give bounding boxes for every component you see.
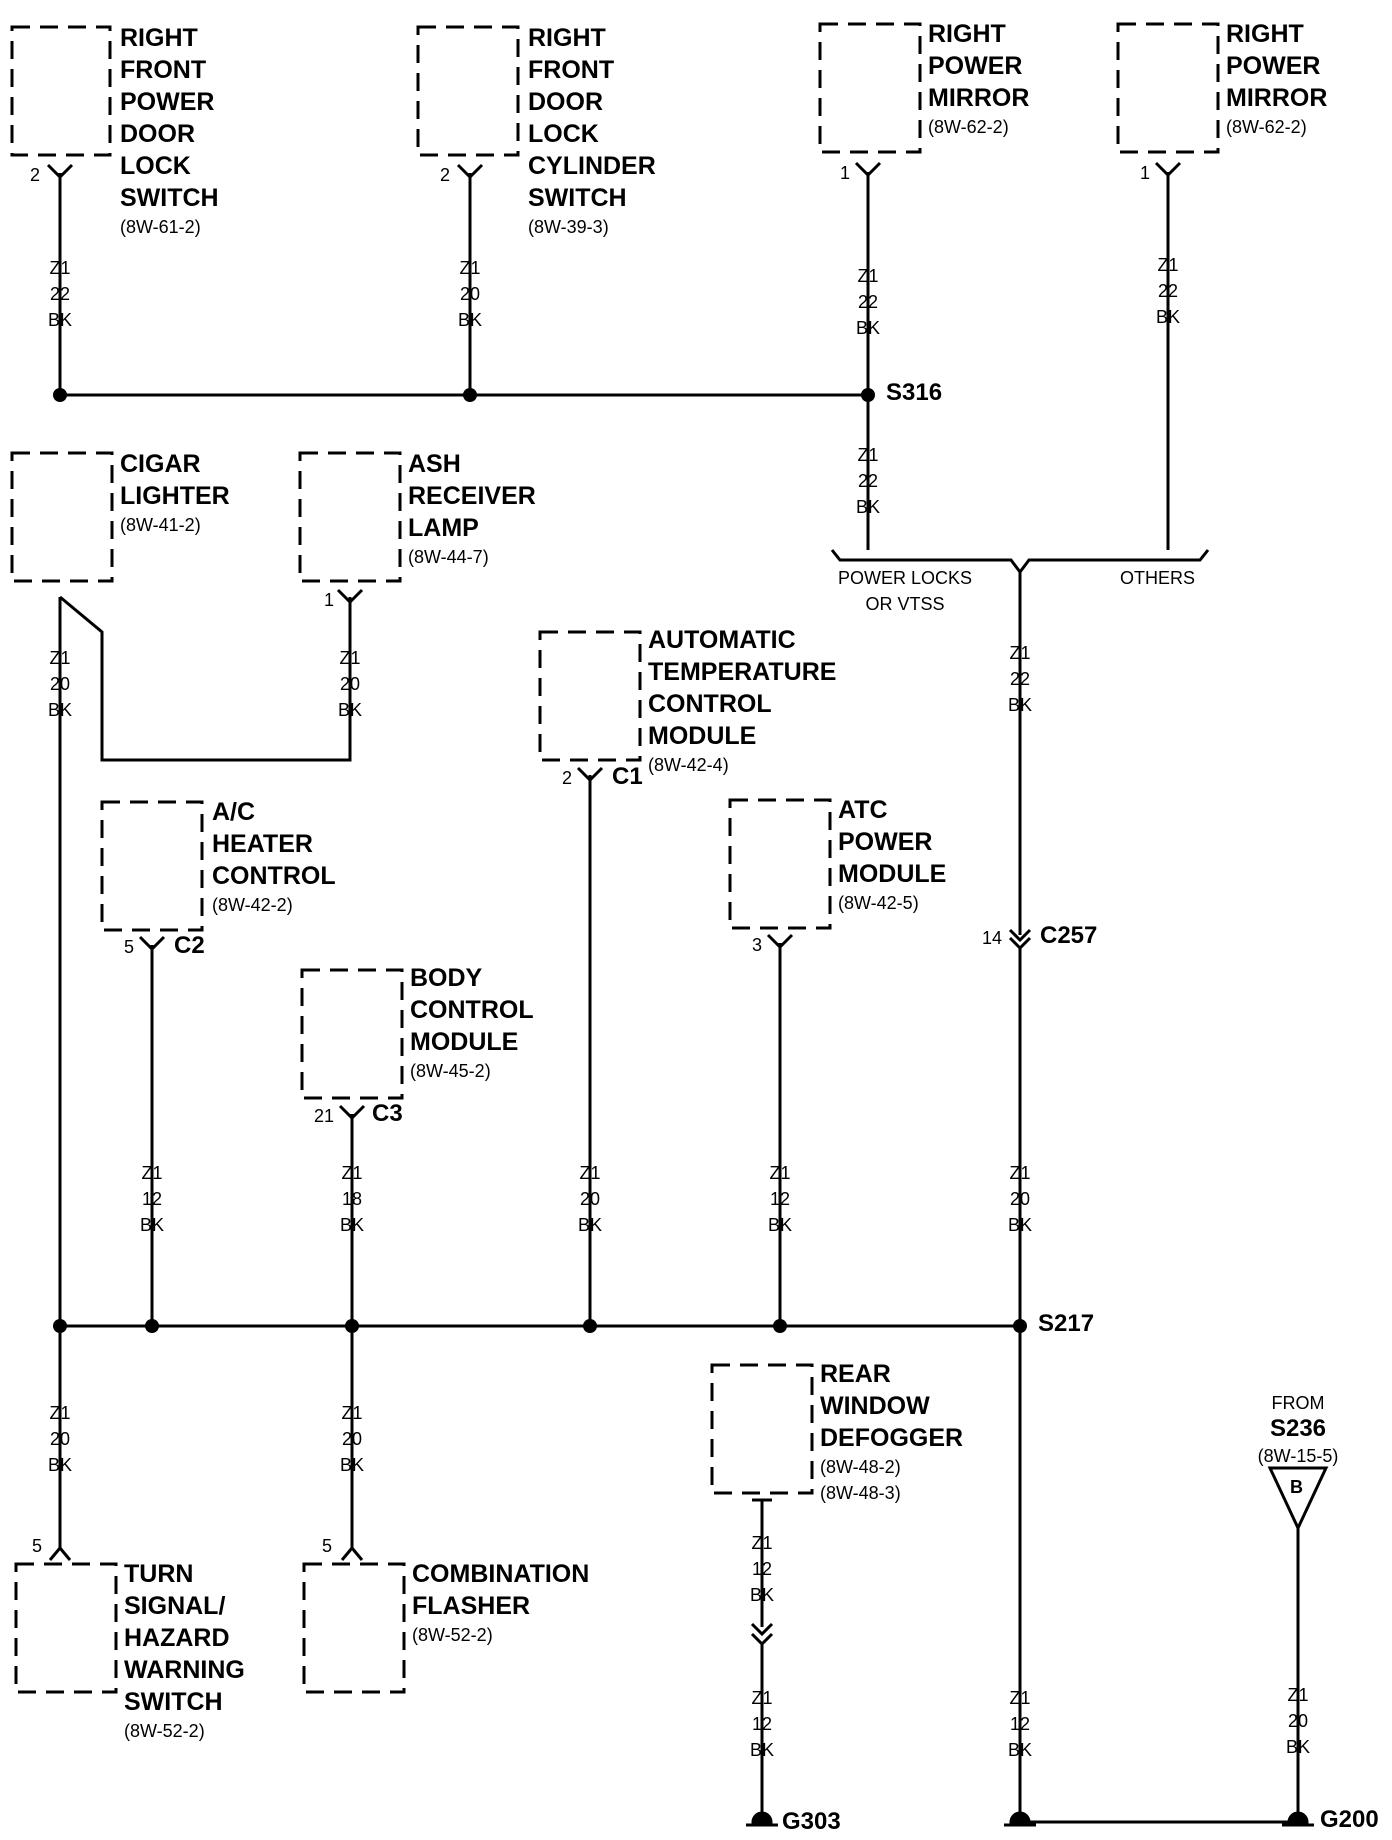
ash-receiver-lamp-box bbox=[298, 451, 402, 583]
terminal-symbol bbox=[46, 163, 74, 180]
source-letter: B bbox=[1290, 1477, 1303, 1497]
splice-s217-label: S217 bbox=[1038, 1310, 1095, 1337]
terminal-symbol bbox=[48, 1545, 72, 1561]
pin-number: 5 bbox=[322, 1536, 333, 1556]
ac-heater-control-label: A/C HEATER CONTROL (8W-42-2) bbox=[212, 798, 336, 915]
ash-receiver-lamp-label: ASH RECEIVER LAMP (8W-44-7) bbox=[408, 450, 536, 567]
right-power-mirror-a-box bbox=[818, 22, 922, 154]
pin-number: 5 bbox=[124, 937, 135, 957]
pin-number: 1 bbox=[324, 590, 335, 610]
c257-symbol bbox=[1008, 936, 1032, 951]
connector-c3: C3 bbox=[372, 1100, 403, 1127]
pin-number: 1 bbox=[1140, 163, 1151, 183]
terminal-symbol bbox=[1154, 161, 1182, 178]
atc-module-label: AUTOMATIC TEMPERATURE CONTROL MODULE (8W… bbox=[648, 626, 837, 775]
turn-signal-switch-box bbox=[14, 1562, 118, 1694]
pin-number: 2 bbox=[440, 165, 451, 185]
rear-window-defogger-box bbox=[710, 1363, 814, 1495]
atc-power-module-box bbox=[728, 798, 832, 930]
body-control-module-box bbox=[300, 968, 404, 1100]
right-power-mirror-b-box bbox=[1116, 22, 1220, 154]
splice-dot bbox=[345, 1319, 359, 1333]
splice-dot bbox=[773, 1319, 787, 1333]
connector-c1: C1 bbox=[612, 763, 643, 790]
pin-number: 2 bbox=[30, 165, 41, 185]
rf-door-lock-switch-box bbox=[10, 25, 112, 157]
defogger-connector-symbol bbox=[750, 1622, 774, 1637]
splice-s316-label: S316 bbox=[886, 379, 943, 406]
c257-pin: 14 bbox=[982, 928, 1003, 948]
pin-number: 21 bbox=[314, 1106, 335, 1126]
splice-dot bbox=[53, 388, 67, 402]
terminal-symbol bbox=[576, 766, 604, 783]
atc-module-box bbox=[538, 630, 642, 762]
ground-symbol-g303 bbox=[751, 1811, 773, 1824]
pin-number: 5 bbox=[32, 1536, 43, 1556]
splice-dot-s316 bbox=[861, 388, 875, 402]
cigar-lighter-label: CIGAR LIGHTER (8W-41-2) bbox=[120, 450, 230, 535]
right-power-mirror-a-label: RIGHT POWER MIRROR (8W-62-2) bbox=[928, 20, 1030, 137]
combination-flasher-box bbox=[302, 1562, 406, 1694]
pin-number: 2 bbox=[562, 768, 573, 788]
atc-power-module-label: ATC POWER MODULE (8W-42-5) bbox=[838, 796, 947, 913]
splice-dot bbox=[53, 1319, 67, 1333]
ground-g200-label: G200 bbox=[1320, 1806, 1379, 1833]
s236-source-triangle bbox=[1267, 1466, 1329, 1532]
right-power-mirror-b-label: RIGHT POWER MIRROR (8W-62-2) bbox=[1226, 20, 1328, 137]
ground-symbol-left bbox=[1009, 1811, 1031, 1824]
ac-heater-control-box bbox=[100, 800, 204, 932]
terminal-symbol bbox=[766, 933, 794, 950]
branch-others-label: OTHERS bbox=[1120, 568, 1196, 588]
source-s236-label: FROM S236 (8W-15-5) bbox=[1257, 1393, 1339, 1466]
splice-dot-s217 bbox=[1013, 1319, 1027, 1333]
splice-dot bbox=[583, 1319, 597, 1333]
pin-number: 1 bbox=[840, 163, 851, 183]
terminal-symbol bbox=[456, 163, 484, 180]
rear-window-defogger-label: REAR WINDOW DEFOGGER (8W-48-2) (8W-48-3) bbox=[820, 1360, 964, 1503]
terminal-symbol bbox=[338, 1104, 366, 1121]
rf-lock-cylinder-switch-label: RIGHT FRONT DOOR LOCK CYLINDER SWITCH (8… bbox=[528, 24, 656, 237]
body-control-module-label: BODY CONTROL MODULE (8W-45-2) bbox=[410, 964, 534, 1081]
splice-dot bbox=[145, 1319, 159, 1333]
rf-lock-cylinder-switch-box bbox=[416, 25, 520, 157]
ground-symbol-g200 bbox=[1287, 1811, 1309, 1824]
cigar-lighter-box bbox=[10, 451, 114, 583]
pin-number: 3 bbox=[752, 935, 763, 955]
terminal-symbol bbox=[138, 935, 166, 952]
terminal-symbol bbox=[854, 161, 882, 178]
c257-symbol bbox=[1008, 928, 1032, 943]
connector-c257: C257 bbox=[1040, 922, 1098, 949]
terminal-symbol bbox=[336, 588, 364, 605]
ground-g303-label: G303 bbox=[782, 1808, 841, 1835]
combination-flasher-label: COMBINATION FLASHER (8W-52-2) bbox=[412, 1560, 590, 1645]
rf-door-lock-switch-label: RIGHT FRONT POWER DOOR LOCK SWITCH (8W-6… bbox=[120, 24, 219, 237]
defogger-connector-symbol bbox=[750, 1632, 774, 1647]
connector-c2: C2 bbox=[174, 932, 205, 959]
wire-cigar-lighter-jumper bbox=[59, 595, 352, 762]
turn-signal-switch-label: TURN SIGNAL/ HAZARD WARNING SWITCH (8W-5… bbox=[124, 1560, 245, 1741]
terminal-symbol bbox=[340, 1545, 364, 1561]
splice-dot bbox=[463, 388, 477, 402]
